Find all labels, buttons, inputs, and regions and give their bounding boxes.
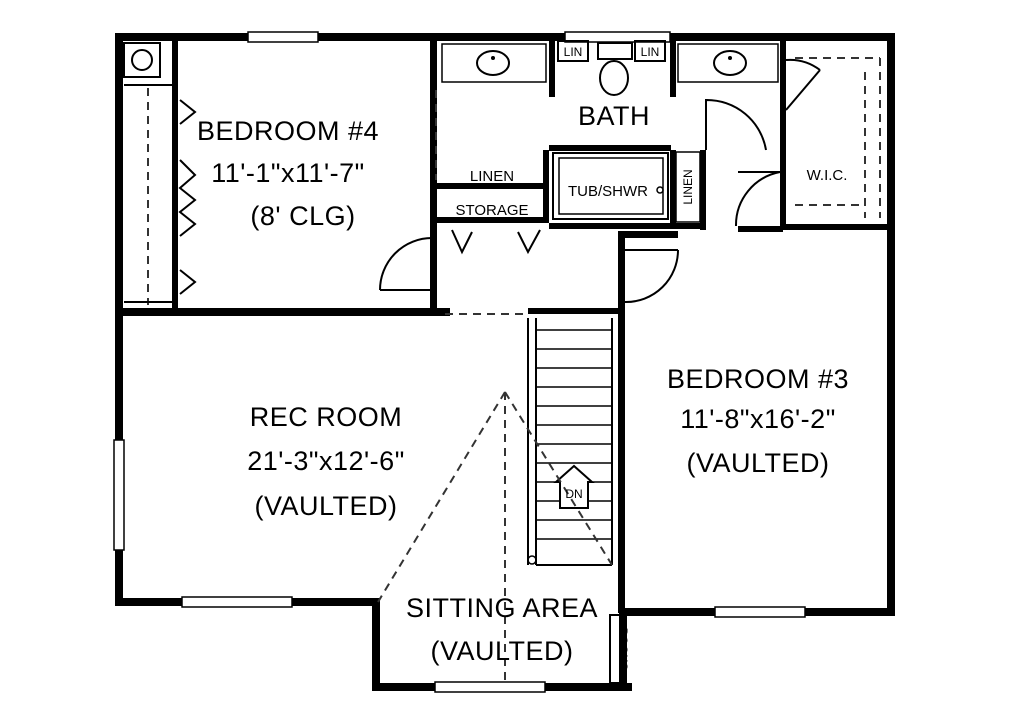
bedroom4-note: (8' CLG) xyxy=(250,201,355,231)
bedroom4-name: BEDROOM #4 xyxy=(197,116,379,146)
wic-label: W.I.C. xyxy=(807,167,848,184)
bath-fixtures xyxy=(435,40,781,227)
books-shelf xyxy=(609,614,621,684)
bath-name: BATH xyxy=(578,101,650,131)
bedroom4-closet xyxy=(123,42,197,305)
bedroom3-size: 11'-8"x16'-2" xyxy=(680,404,836,434)
interior-walls xyxy=(115,37,892,613)
rec-room-name: REC ROOM xyxy=(250,402,403,432)
walk-in-closet xyxy=(785,57,881,218)
sitting-area-note: (VAULTED) xyxy=(430,636,573,666)
vault-lines xyxy=(377,313,613,685)
linen-closet-label: LINEN xyxy=(470,168,514,185)
bedroom3-note: (VAULTED) xyxy=(686,448,829,478)
labels: BEDROOM #4 11'-1"x11'-7" (8' CLG) BEDROO… xyxy=(197,45,849,670)
books-label: BOOKS xyxy=(616,628,630,671)
linen-right-label: LIN xyxy=(641,45,660,59)
bedroom4-size: 11'-1"x11'-7" xyxy=(211,158,365,188)
stairs-down-label: DN xyxy=(565,487,582,501)
linen-left-label: LIN xyxy=(564,45,583,59)
tub-shower-label: TUB/SHWR xyxy=(568,183,648,200)
rec-room-note: (VAULTED) xyxy=(254,491,397,521)
bedroom3-name: BEDROOM #3 xyxy=(667,364,849,394)
sitting-area-name: SITTING AREA xyxy=(406,593,598,623)
storage-doors xyxy=(379,229,679,304)
stairs xyxy=(527,318,613,566)
linen-vertical-label: LINEN xyxy=(681,169,695,204)
rec-room-size: 21'-3"x12'-6" xyxy=(247,446,405,476)
storage-label: STORAGE xyxy=(455,202,528,219)
